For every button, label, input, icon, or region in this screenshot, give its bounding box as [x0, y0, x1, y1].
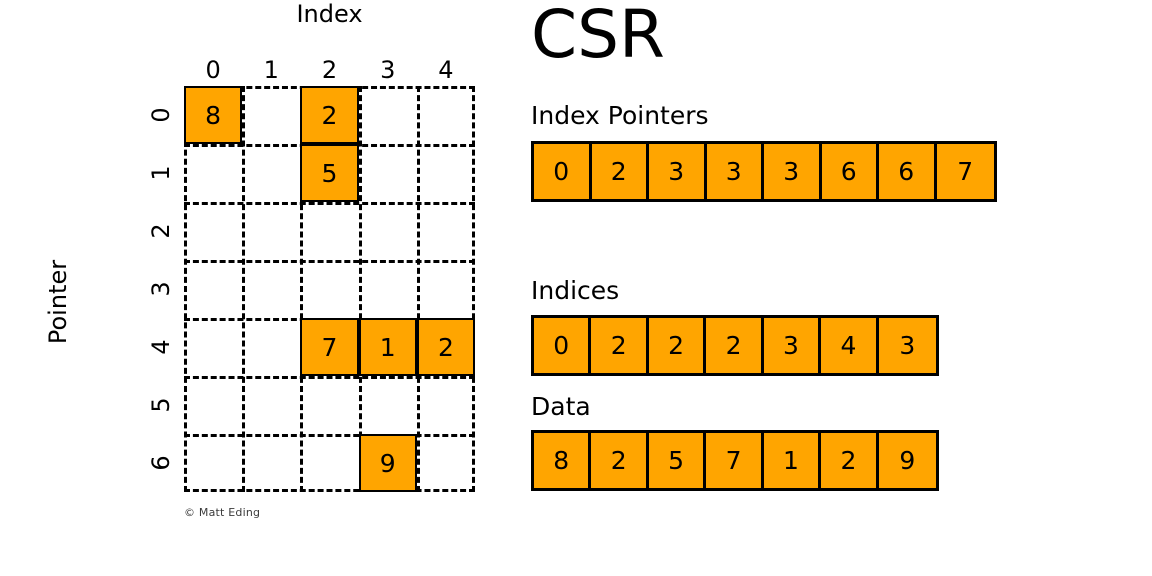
grid-line-horizontal	[184, 202, 475, 205]
credit-text: © Matt Eding	[184, 506, 261, 519]
array-cell: 5	[648, 433, 707, 488]
grid-line-vertical	[184, 86, 187, 492]
array-cell: 1	[763, 433, 822, 488]
array-cell: 4	[821, 318, 879, 373]
matrix-cell: 9	[358, 434, 417, 492]
column-tick-label: 0	[205, 56, 221, 84]
matrix-cell: 2	[416, 318, 475, 376]
array-cell: 2	[706, 318, 764, 373]
array-cell: 3	[878, 318, 937, 373]
array-cell: 7	[936, 144, 994, 199]
y-axis-title: Pointer	[44, 259, 72, 345]
array-cell: 3	[706, 144, 764, 199]
grid-line-horizontal	[184, 434, 475, 437]
array-cell: 2	[648, 318, 707, 373]
grid-line-vertical	[416, 86, 420, 492]
matrix-cell: 5	[300, 144, 359, 202]
column-tick-label: 4	[438, 56, 454, 84]
array-cell: 6	[821, 144, 879, 199]
matrix-cell: 7	[300, 318, 359, 376]
grid-line-horizontal	[184, 489, 475, 492]
array-cell: 2	[591, 144, 649, 199]
column-tick-labels: 0 1 2 3 4	[184, 56, 475, 84]
column-tick-label: 1	[263, 56, 279, 84]
array-cell: 7	[706, 433, 764, 488]
array-cell: 8	[534, 433, 592, 488]
page-title: CSR	[531, 0, 665, 73]
array-cell: 2	[591, 433, 649, 488]
row-tick-label: 1	[147, 165, 175, 181]
grid-line-vertical	[242, 86, 246, 492]
array-cell: 9	[878, 433, 937, 488]
grid-line-vertical	[472, 86, 475, 492]
index-pointers-label: Index Pointers	[531, 101, 709, 130]
array-cell: 6	[879, 144, 937, 199]
row-tick-label: 4	[147, 339, 175, 355]
row-tick-labels: 0 1 2 3 4 5 6	[144, 86, 178, 492]
row-tick-label: 6	[147, 455, 175, 471]
indices-label: Indices	[531, 276, 620, 305]
row-tick-label: 2	[147, 223, 175, 239]
grid-line-horizontal	[184, 260, 475, 263]
array-cell: 3	[763, 318, 822, 373]
array-cell: 3	[764, 144, 822, 199]
row-tick-label: 5	[147, 397, 175, 413]
array-cell: 2	[591, 318, 649, 373]
column-tick-label: 3	[380, 56, 396, 84]
matrix-cell: 1	[358, 318, 417, 376]
data-label: Data	[531, 392, 591, 421]
grid-line-vertical	[358, 86, 362, 492]
column-tick-label: 2	[321, 56, 338, 84]
array-cell: 0	[534, 144, 592, 199]
array-cell: 2	[821, 433, 879, 488]
array-cell: 0	[534, 318, 592, 373]
matrix-cell: 2	[300, 86, 359, 144]
grid-line-horizontal	[184, 376, 475, 379]
x-axis-title: Index	[296, 0, 363, 28]
row-tick-label: 3	[147, 281, 175, 297]
array-cell: 3	[649, 144, 707, 199]
row-tick-label: 0	[147, 107, 175, 123]
matrix-cell: 8	[184, 86, 243, 144]
grid-line-vertical	[300, 86, 304, 492]
